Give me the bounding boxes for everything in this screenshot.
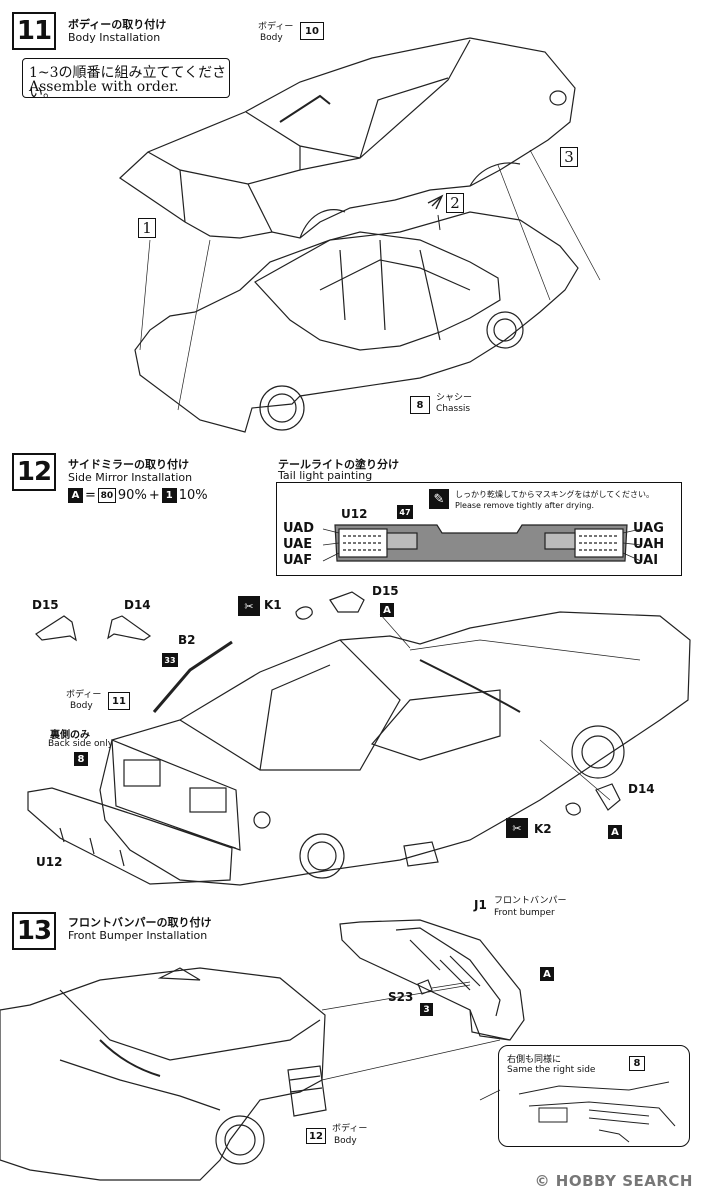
assembly-order-note: 1~3の順番に組み立ててください。 Assemble with order. <box>22 58 230 101</box>
d15-paint-a: A <box>380 603 394 617</box>
part-k2-label: K2 <box>534 822 552 836</box>
order-tag-1: 1 <box>138 218 156 238</box>
part-j1-label: J1 <box>474 898 487 912</box>
d14-paint-a: A <box>608 825 622 839</box>
same-side-jp: 右側も同様に <box>507 1055 562 1065</box>
bumper-paint-a: A <box>540 967 554 981</box>
tail-note-en: Please remove tightly after drying. <box>455 501 595 510</box>
step-13-title-jp: フロントバンパーの取り付け <box>68 916 212 929</box>
side-mirror-illustration <box>27 591 691 886</box>
part-d14-mount-label: D14 <box>628 782 655 796</box>
back-side-tag-8: 8 <box>74 752 88 766</box>
paint-code-80: 80 <box>97 488 116 503</box>
order-tag-2: 2 <box>446 193 464 213</box>
tail-light-title-jp: テールライトの塗り分け <box>278 458 399 471</box>
same-side-tag-8: 8 <box>629 1056 645 1071</box>
part-k1-label: K1 <box>264 598 282 612</box>
part-b2-label: B2 <box>178 633 196 647</box>
paint-code-a: A <box>68 488 83 503</box>
tail-left-3: UAF <box>283 553 313 568</box>
step-11-title-jp: ボディーの取り付け <box>68 18 167 31</box>
tail-paint-47: 47 <box>397 505 413 519</box>
chassis-label-en: Chassis <box>436 404 471 414</box>
tail-light-title-en: Tail light painting <box>278 469 373 482</box>
right-side-callout: 右側も同様に Same the right side 8 <box>498 1045 690 1147</box>
step-12-title-jp: サイドミラーの取り付け <box>68 458 189 471</box>
tail-part-u12: U12 <box>341 507 368 521</box>
b2-paint-33: 33 <box>162 653 178 667</box>
chassis-label-jp: シャシー <box>436 393 473 403</box>
k2-icon: ✂ <box>506 818 528 838</box>
body-label-en-12: Body <box>70 701 93 711</box>
bumper-label-jp: フロントバンパー <box>494 896 567 906</box>
note-en: Assemble with order. <box>29 79 179 95</box>
step-11-number: 11 <box>12 12 56 50</box>
back-side-jp: 裏側のみ <box>50 730 90 741</box>
paint-1-percent: 10% <box>178 488 208 503</box>
paint-80-percent: 90% <box>117 488 147 503</box>
body-part-tag: 10 <box>300 22 324 40</box>
paint-mix-formula: A = 80 90% + 1 10% <box>68 488 208 503</box>
tail-note-jp: しっかり乾燥してからマスキングをはがしてください。 <box>455 490 655 499</box>
same-side-en: Same the right side <box>507 1065 596 1075</box>
part-d15-label: D15 <box>32 598 59 612</box>
tail-left-1: UAD <box>283 521 315 536</box>
note-jp: 1~3の順番に組み立ててください。 <box>29 65 227 101</box>
tail-right-3: UAI <box>633 553 659 568</box>
part-d15-mount-label: D15 <box>372 584 399 598</box>
body-part-tag-11: 11 <box>108 692 130 710</box>
step-11-title-en: Body Installation <box>68 31 161 44</box>
part-u12-label: U12 <box>36 855 63 869</box>
right-side-detail <box>518 1081 676 1143</box>
order-tag-3: 3 <box>560 147 578 167</box>
tail-light-panel <box>322 524 642 562</box>
step-12-title-en: Side Mirror Installation <box>68 471 193 484</box>
paint-equals: = <box>85 488 96 503</box>
body-label-en: Body <box>260 33 283 43</box>
bumper-label-en: Front bumper <box>494 908 555 918</box>
tail-left-2: UAE <box>283 537 313 552</box>
s23-paint-3: 3 <box>420 1003 433 1016</box>
body-label-jp-12: ボディー <box>66 690 102 700</box>
brush-icon: ✎ <box>429 489 449 509</box>
chassis-part-tag: 8 <box>410 396 430 414</box>
paint-plus: + <box>148 488 160 503</box>
step-13-title-en: Front Bumper Installation <box>68 929 208 942</box>
k1-icon: ✂ <box>238 596 260 616</box>
part-d14-label: D14 <box>124 598 151 612</box>
body-chassis-illustration <box>119 37 601 433</box>
back-side-en: Back side only <box>48 739 114 749</box>
paint-code-1: 1 <box>161 488 177 503</box>
tail-right-2: UAH <box>633 537 665 552</box>
body-label-en-13: Body <box>334 1136 357 1146</box>
watermark: © HOBBY SEARCH <box>534 1172 693 1190</box>
body-label-jp-13: ボディー <box>332 1124 368 1134</box>
body-label-jp: ボディー <box>258 22 294 32</box>
body-part-tag-12: 12 <box>306 1128 326 1144</box>
step-12-number: 12 <box>12 453 56 491</box>
tail-right-1: UAG <box>633 521 664 536</box>
step-13-number: 13 <box>12 912 56 950</box>
tail-light-painting-box: ✎ しっかり乾燥してからマスキングをはがしてください。 Please remov… <box>276 482 682 576</box>
